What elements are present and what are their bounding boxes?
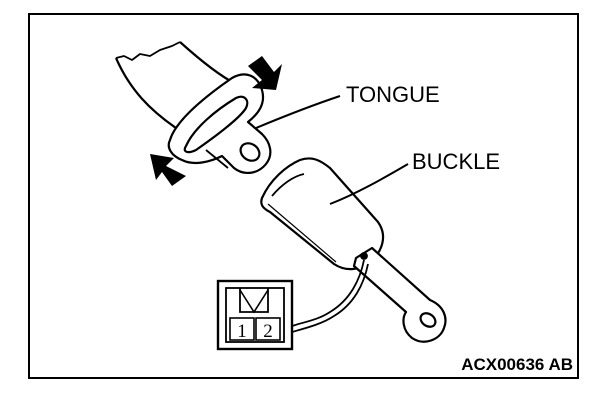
move-arrow-upper-right-icon bbox=[248, 56, 282, 90]
buckle-label: BUCKLE bbox=[412, 149, 500, 174]
connector-pin-2-label: 2 bbox=[263, 321, 273, 342]
tongue-latch-plate bbox=[167, 73, 272, 174]
buckle-leader-line bbox=[329, 163, 409, 205]
buckle-anchor-strap bbox=[352, 246, 447, 343]
figure-frame bbox=[28, 13, 579, 379]
buckle-body bbox=[260, 157, 385, 271]
switch-wire bbox=[291, 252, 369, 333]
switch-connector bbox=[216, 279, 294, 351]
connector-pin-1-label: 1 bbox=[237, 321, 247, 342]
move-arrow-lower-left-icon bbox=[150, 154, 186, 186]
figure-code: ACX00636 AB bbox=[461, 355, 573, 374]
tongue-label: TONGUE bbox=[346, 82, 440, 107]
tongue-leader-line bbox=[255, 95, 341, 129]
